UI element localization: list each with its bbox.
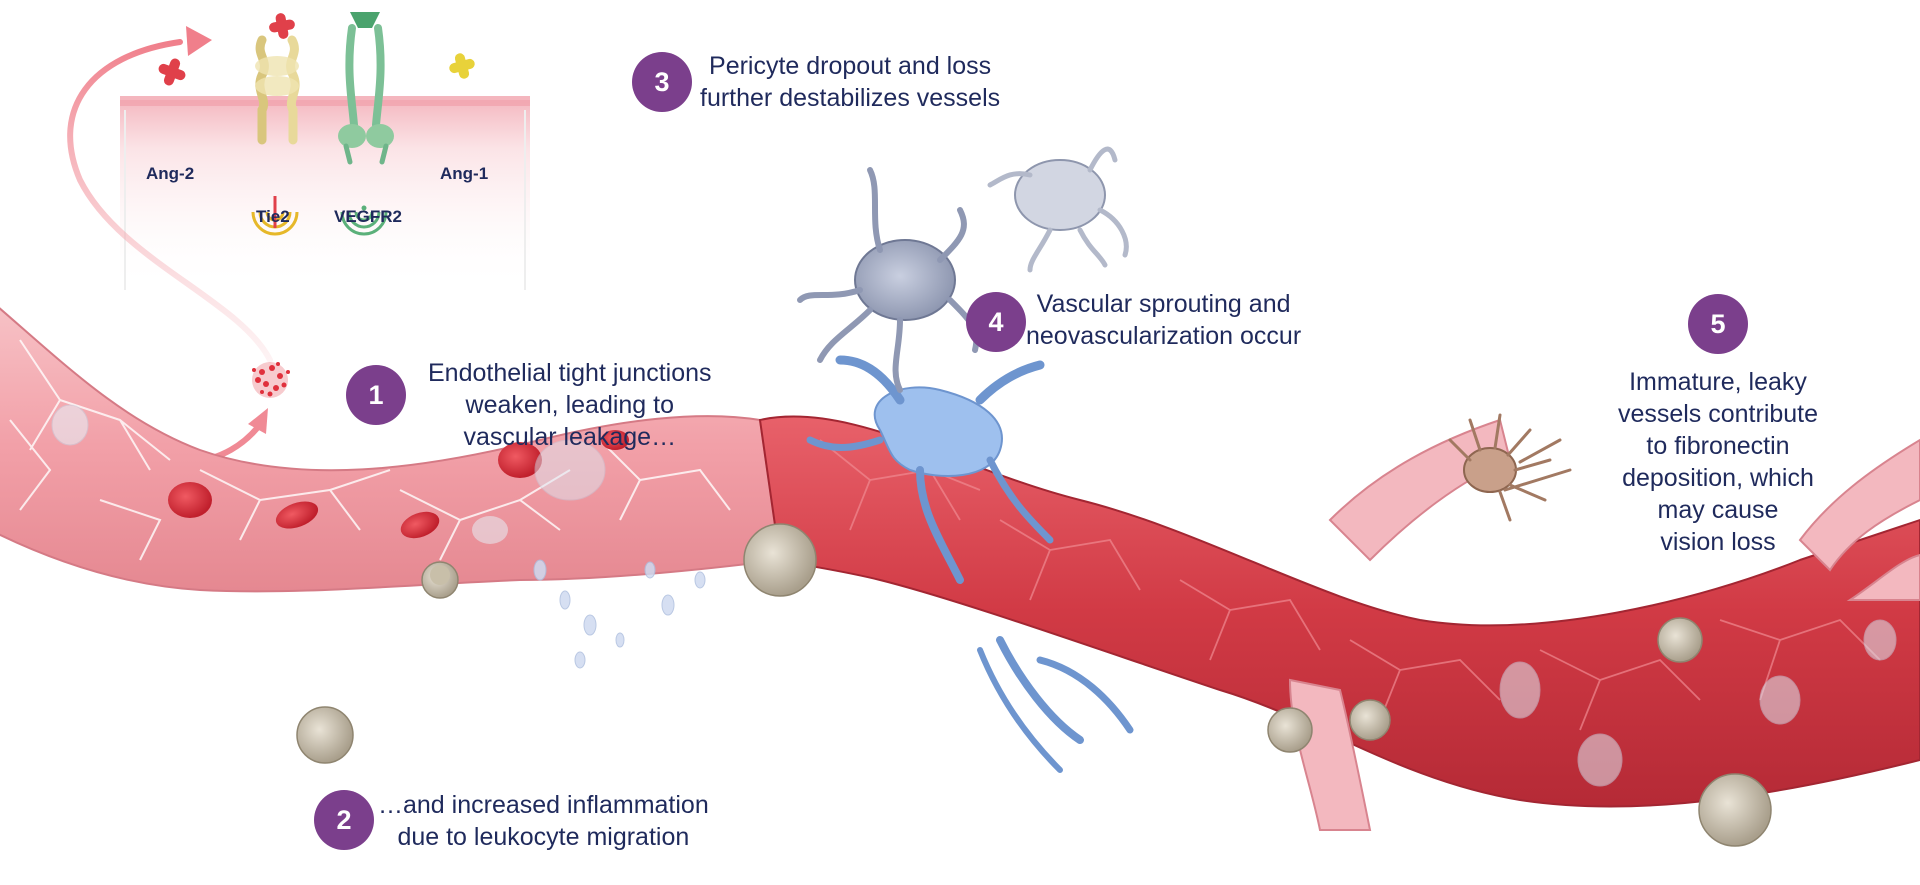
step-3-caption: Pericyte dropout and loss further destab… — [700, 50, 1000, 114]
vegfr2-label: VEGFR2 — [334, 207, 402, 227]
pericyte-detached-right — [990, 149, 1126, 270]
receptor-panel — [120, 96, 530, 290]
step-3-badge: 3 — [632, 52, 692, 112]
step-5-caption: Immature, leaky vessels contribute to fi… — [1618, 366, 1818, 558]
step-4-caption: Vascular sprouting and neovascularizatio… — [1026, 288, 1301, 352]
ang2-molecule — [154, 54, 190, 90]
step-2-badge: 2 — [314, 790, 374, 850]
step-1-caption: Endothelial tight junctions weaken, lead… — [428, 357, 712, 453]
ang2-particle-cloud — [252, 362, 290, 398]
step-4-badge: 4 — [966, 292, 1026, 352]
step-2-caption: …and increased inflammation due to leuko… — [378, 789, 709, 853]
pericyte-detached-left — [800, 170, 976, 390]
step-4: 4 Vascular sprouting and neovascularizat… — [966, 292, 1301, 352]
ang1-label: Ang-1 — [440, 164, 488, 184]
step-2: 2 …and increased inflammation due to leu… — [314, 790, 709, 853]
arrow-head-top — [186, 26, 212, 56]
step-3: 3 Pericyte dropout and loss further dest… — [632, 52, 1000, 114]
tie2-label: Tie2 — [256, 207, 290, 227]
ang2-label: Ang-2 — [146, 164, 194, 184]
step-5-badge: 5 — [1688, 294, 1748, 354]
step-5: 5 Immature, leaky vessels contribute to … — [1598, 294, 1838, 558]
step-1-badge: 1 — [346, 365, 406, 425]
step-1: 1 Endothelial tight junctions weaken, le… — [346, 365, 712, 453]
ang1-molecule — [446, 50, 478, 82]
